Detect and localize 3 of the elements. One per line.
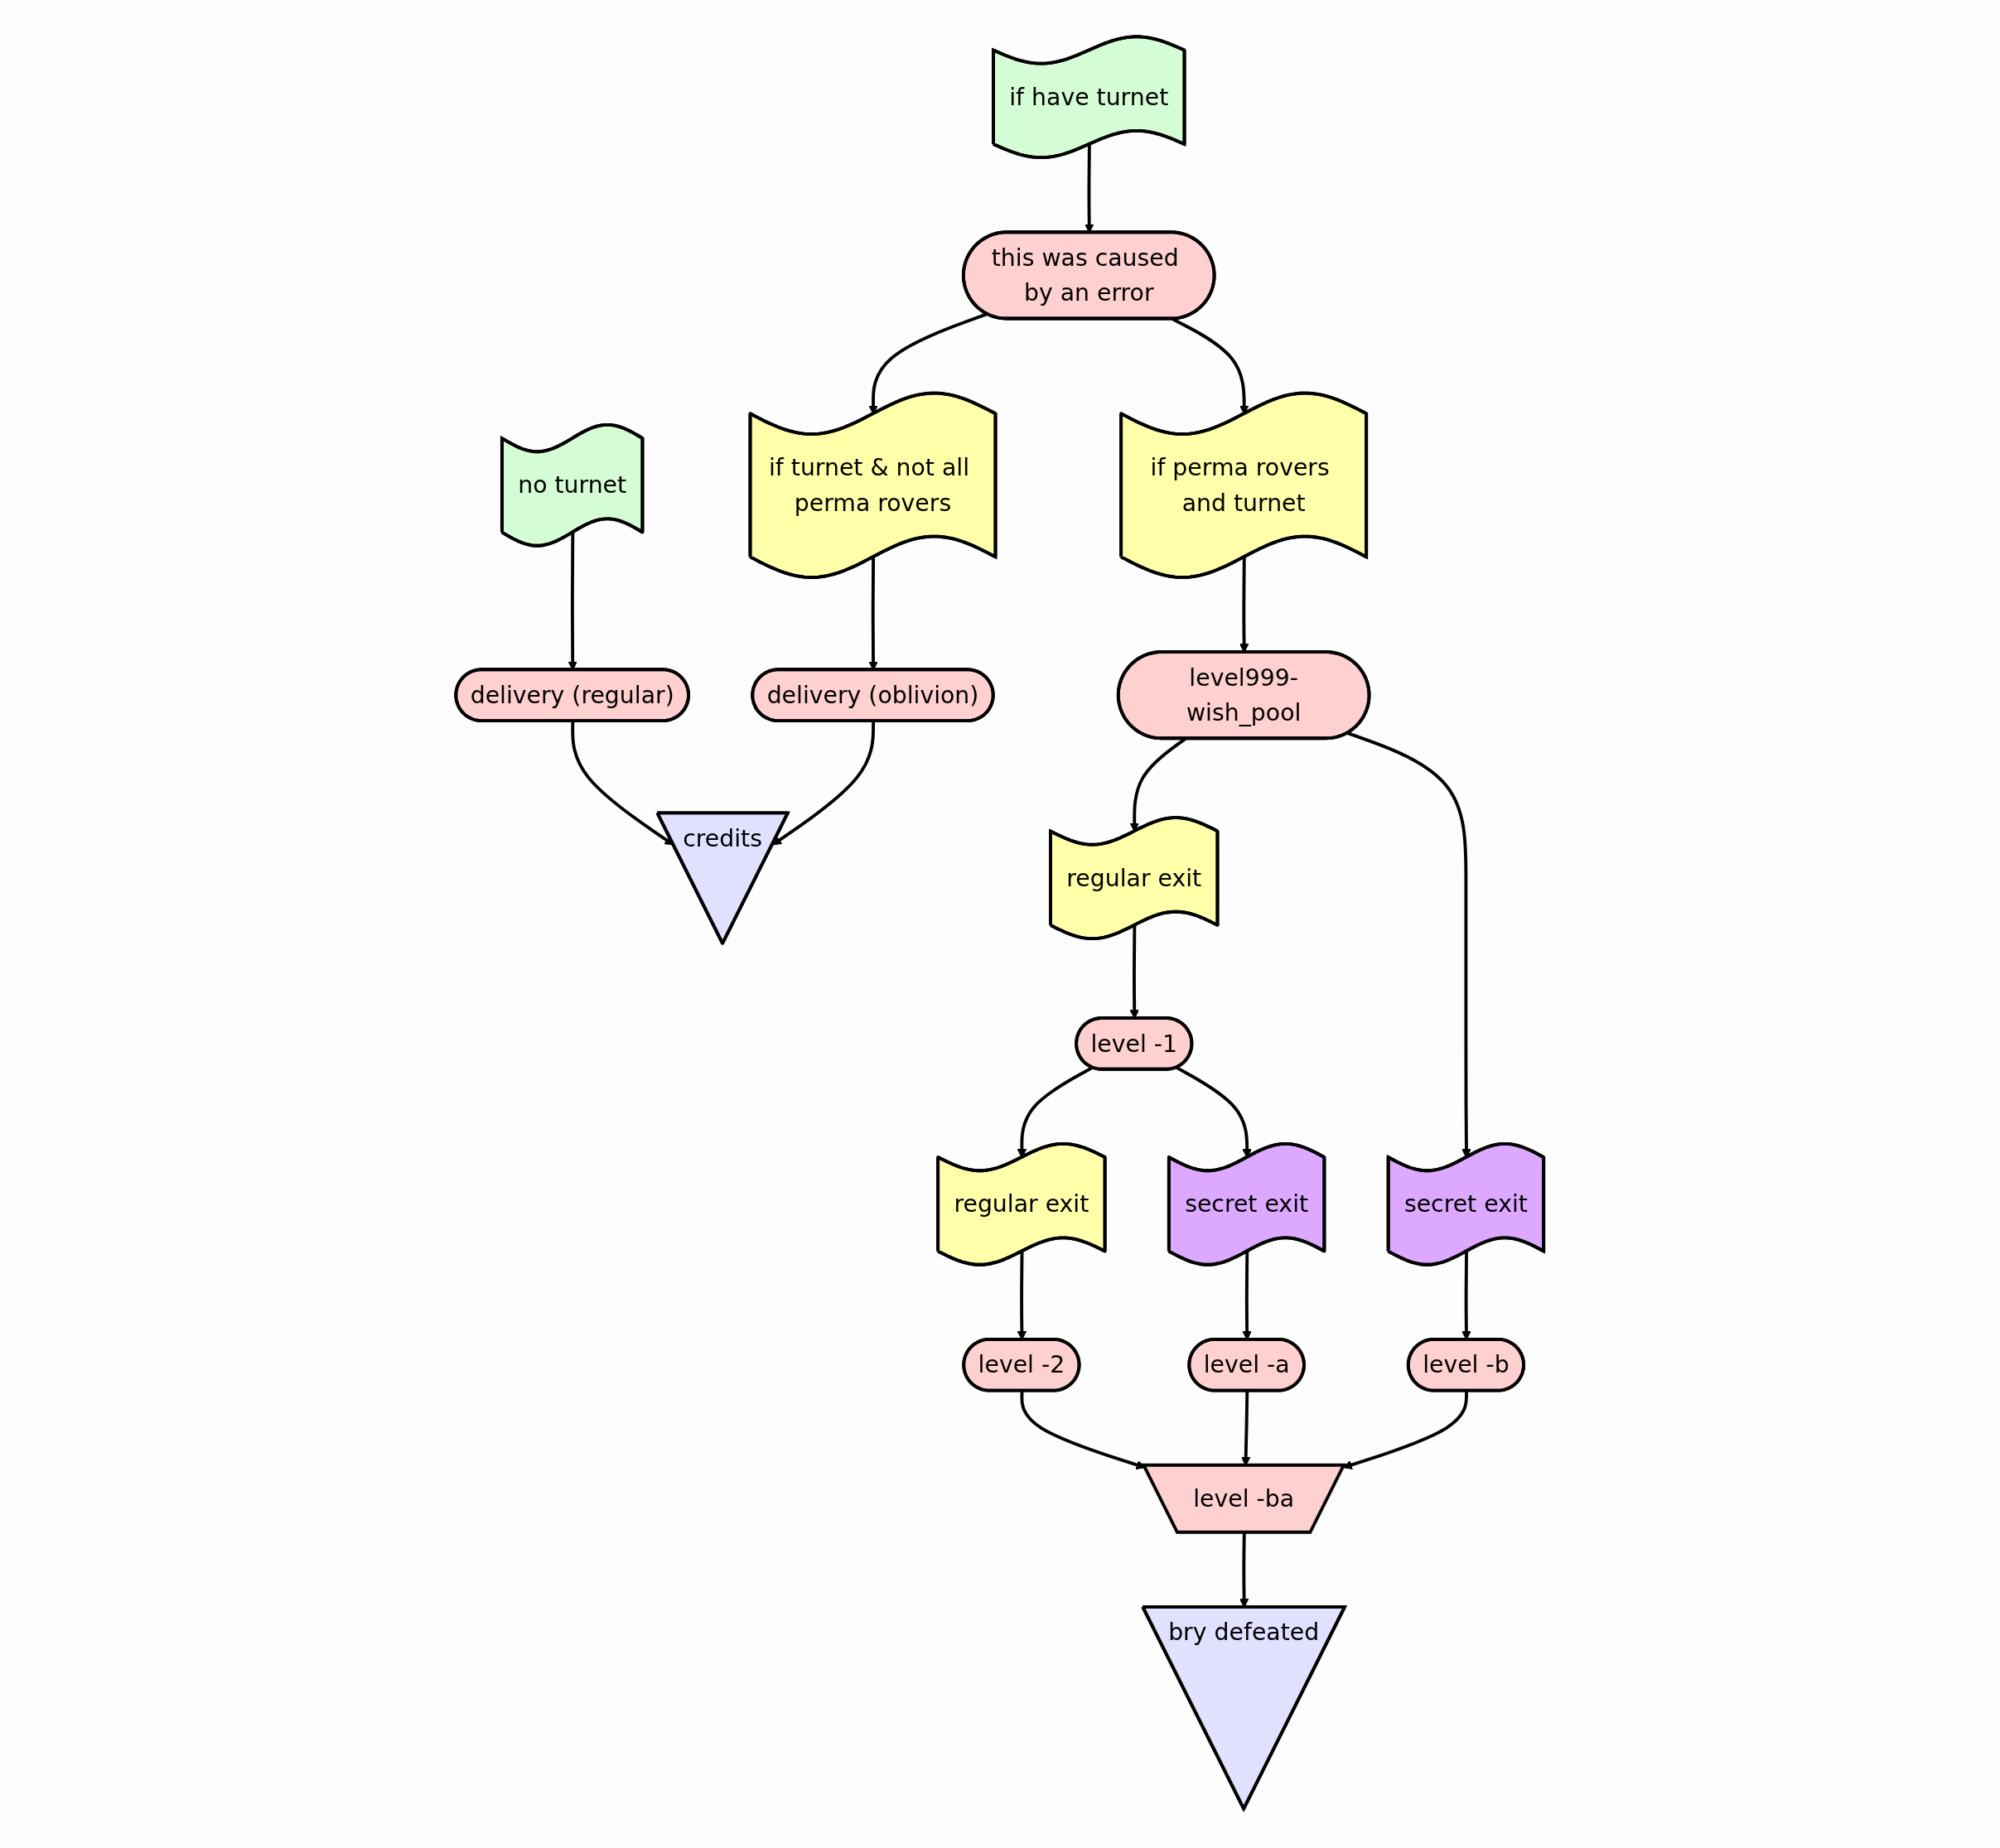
arrow [1020,1390,1146,1469]
arrow [1343,1390,1469,1469]
arrow [772,721,876,845]
